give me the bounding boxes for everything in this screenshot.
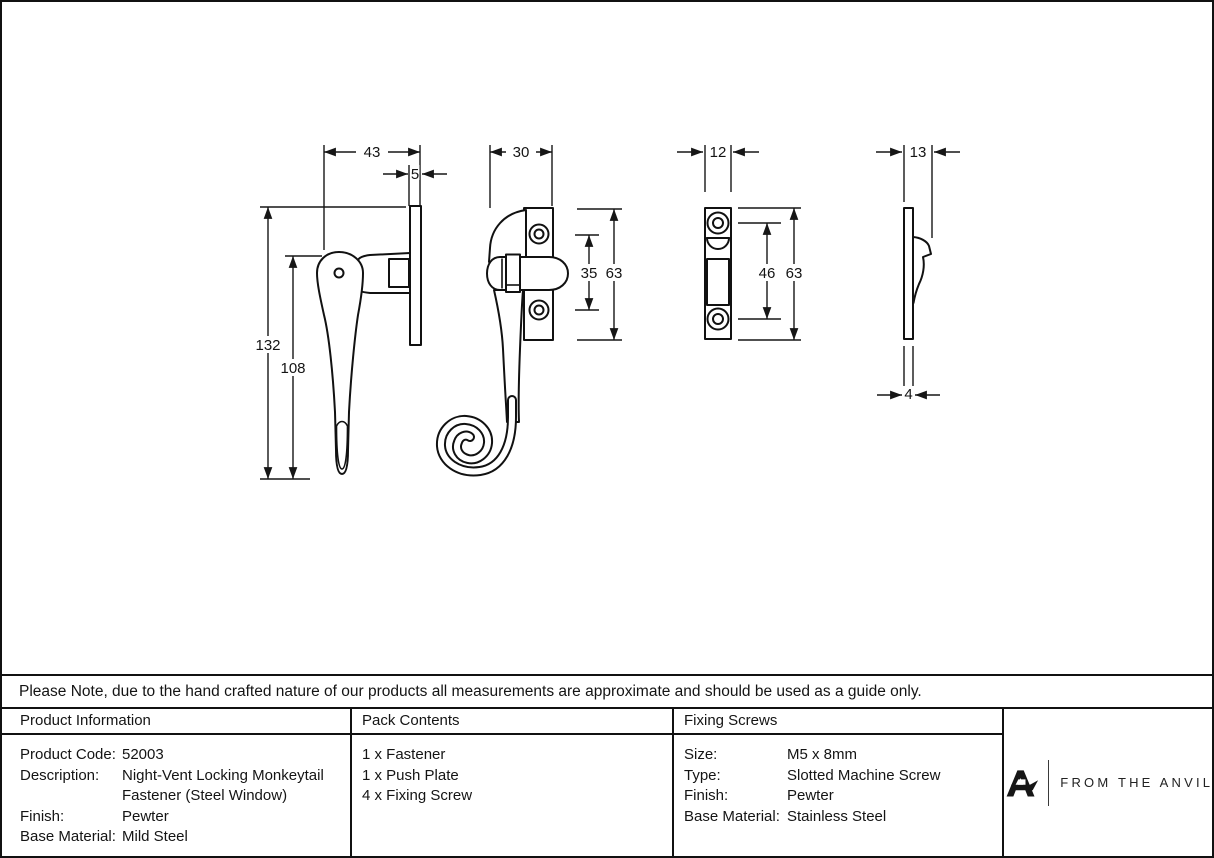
dimension-label: 63: [606, 265, 623, 282]
backplate-side: [409, 205, 422, 346]
dimension-label: 108: [280, 360, 305, 377]
dimension-label: 12: [710, 144, 727, 161]
anvil-logo-icon: [1006, 769, 1038, 796]
field-label: Size:: [684, 746, 718, 763]
table-divider: [1002, 709, 1004, 856]
drawing-keep-front-view: 12 46 63: [677, 144, 806, 341]
pack-item: 4 x Fixing Screw: [362, 787, 473, 804]
drawing-fastener-front-view: 30 35 63: [436, 143, 626, 477]
field-label: Finish:: [20, 808, 65, 825]
dimension-label: 4: [904, 386, 912, 403]
handle-shoulder: [488, 209, 527, 263]
dimension-label: 132: [255, 337, 280, 354]
field-value: Fastener (Steel Window): [122, 787, 288, 804]
field-label: Finish:: [684, 787, 729, 804]
field-value: Night-Vent Locking Monkeytail: [122, 767, 324, 784]
disclaimer-text: Please Note, due to the hand crafted nat…: [19, 682, 922, 700]
field-value: Slotted Machine Screw: [787, 767, 941, 784]
brand-logo-cell: FROM THE ANVIL: [1004, 709, 1212, 856]
dimension-label: 35: [581, 265, 598, 282]
table-divider: [350, 709, 352, 856]
handle-side: [316, 251, 364, 475]
drawing-fastener-side-view: 43 5 132 108: [253, 143, 447, 480]
dimension-label: 13: [910, 144, 927, 161]
field-label: Type:: [684, 767, 721, 784]
technical-drawing: 43 5 132 108: [253, 143, 960, 480]
column-header-fixing-screws: Fixing Screws: [684, 712, 778, 729]
latch-nose: [486, 256, 569, 291]
field-value: Mild Steel: [122, 828, 188, 845]
dimension-label: 30: [513, 144, 530, 161]
handle-shaft: [493, 289, 524, 423]
dimension-label: 43: [364, 144, 381, 161]
keep-tongue: [706, 237, 730, 250]
dimension-label: 46: [759, 265, 776, 282]
table-divider: [2, 733, 1002, 735]
column-header-product-information: Product Information: [20, 712, 151, 729]
field-label: Base Material:: [684, 808, 780, 825]
pivot-hole: [333, 267, 345, 279]
field-value: Pewter: [122, 808, 169, 825]
product-info-table: Product Information Pack Contents Fixing…: [2, 707, 1212, 856]
column-header-pack-contents: Pack Contents: [362, 712, 460, 729]
field-value: Pewter: [787, 787, 834, 804]
field-value: M5 x 8mm: [787, 746, 858, 763]
logo-divider: [1047, 759, 1050, 806]
field-value: 52003: [122, 746, 164, 763]
pack-item: 1 x Push Plate: [362, 767, 459, 784]
clamp-bracket: [388, 258, 410, 288]
drawing-keep-side-view: 13 4: [876, 144, 960, 403]
brand-name: FROM THE ANVIL: [1060, 775, 1214, 790]
dimension-label: 63: [786, 265, 803, 282]
field-label: Description:: [20, 767, 100, 784]
field-label: Base Material:: [20, 828, 116, 845]
table-divider: [672, 709, 674, 856]
disclaimer-note: Please Note, due to the hand crafted nat…: [2, 674, 1212, 707]
keep-plate-side: [903, 207, 914, 340]
pack-item: 1 x Fastener: [362, 746, 446, 763]
keep-aperture: [706, 258, 730, 306]
night-vent-slot: [505, 253, 521, 293]
field-value: Stainless Steel: [787, 808, 887, 825]
field-label: Product Code:: [20, 746, 116, 763]
dimension-label: 5: [411, 166, 419, 183]
keep-catch-wedge: [912, 236, 932, 304]
